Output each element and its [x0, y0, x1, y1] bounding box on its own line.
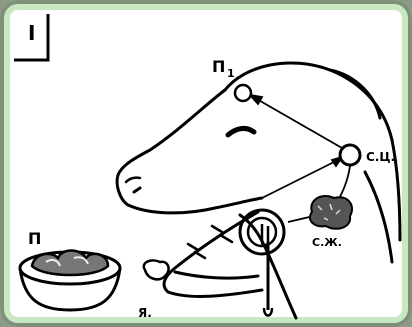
eye	[228, 128, 254, 135]
saliva-collector	[240, 210, 284, 316]
arrow-eye-to-center	[262, 160, 338, 198]
neck-inner-line	[365, 172, 392, 262]
lower-jaw	[164, 212, 262, 296]
p1-center-circle	[235, 85, 251, 101]
label-p1: П	[212, 57, 225, 76]
label-ya: Я.	[138, 306, 152, 320]
panel-number-box: I	[14, 14, 48, 60]
food-piece	[144, 260, 169, 279]
label-salivary-gland: С.Ж.	[312, 236, 342, 249]
label-salivary-center: С.Ц.	[366, 150, 395, 164]
chin-outline	[128, 198, 262, 213]
arrowhead-p1	[250, 95, 262, 104]
panel-number: I	[28, 21, 35, 45]
label-p1-subscript: 1	[227, 67, 235, 80]
food-bowl	[20, 251, 120, 311]
snout-top	[118, 90, 225, 175]
tongue	[175, 272, 258, 278]
label-food: П	[28, 229, 41, 248]
arrow-center-to-p1	[255, 98, 342, 148]
nose-line	[126, 178, 140, 182]
ear-outline	[330, 70, 380, 118]
nose-outline	[117, 175, 128, 205]
salivary-center-circle	[340, 145, 360, 165]
nostril	[134, 188, 140, 192]
salivary-gland	[310, 196, 352, 229]
